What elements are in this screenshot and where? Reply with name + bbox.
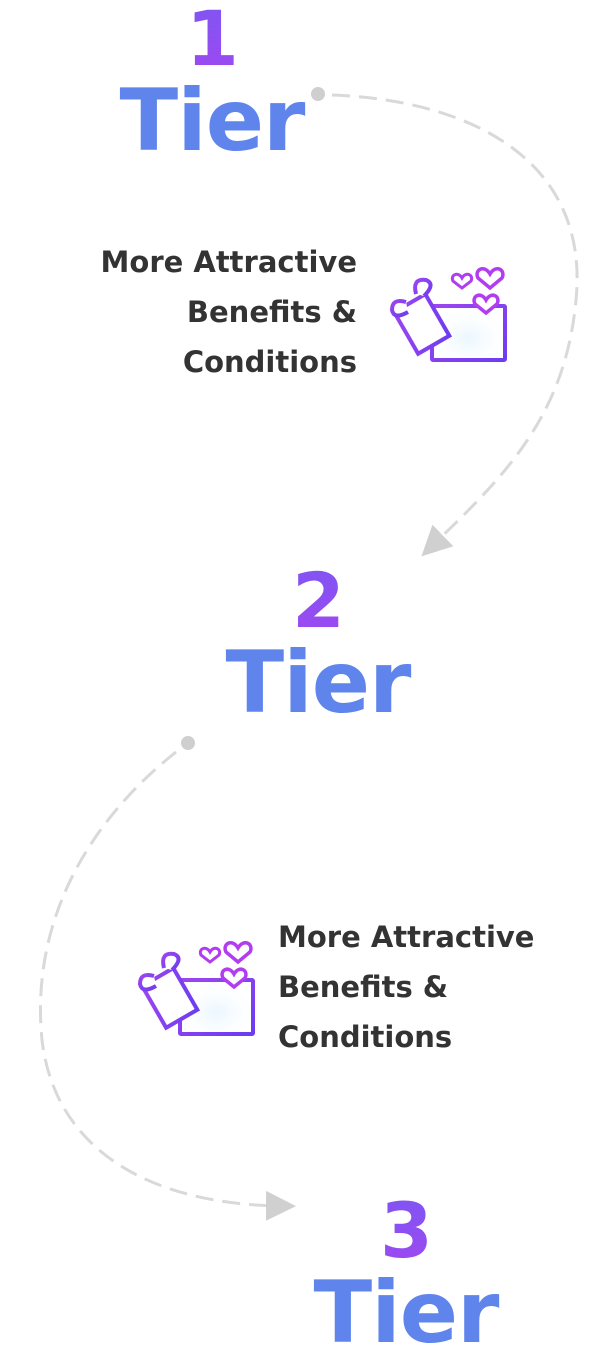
benefit-1-line-3: Conditions [182,345,357,379]
benefit-2-line-3: Conditions [278,1020,453,1054]
dashed-path-1 [331,93,579,557]
tier-3-word: Tier [313,1263,500,1363]
benefit-1-line-2: Benefits & [186,295,357,329]
tier-3-number: 3 [296,1192,516,1270]
gift-box-hearts-icon [389,267,507,362]
tier-1-word: Tier [119,71,306,171]
benefit-2-text: More Attractive Benefits & Conditions [278,912,553,1062]
benefit-2-line-2: Benefits & [278,970,449,1004]
tier-1-number: 1 [102,0,322,78]
path-start-dot-1 [311,87,325,101]
tier-2-word: Tier [225,633,412,733]
tier-2-number: 2 [208,562,428,640]
benefit-1-text: More Attractive Benefits & Conditions [82,237,357,387]
benefit-1-line-1: More Attractive [100,245,357,279]
path-start-dot-2 [181,736,195,750]
gift-box-hearts-icon-2 [137,941,255,1036]
tier-2-label: 2 Tier [208,562,428,733]
tier-3-label: 3 Tier [296,1192,516,1363]
benefit-2-line-1: More Attractive [278,920,535,954]
tier-1-label: 1 Tier [102,0,322,164]
dashed-path-2 [39,750,296,1221]
